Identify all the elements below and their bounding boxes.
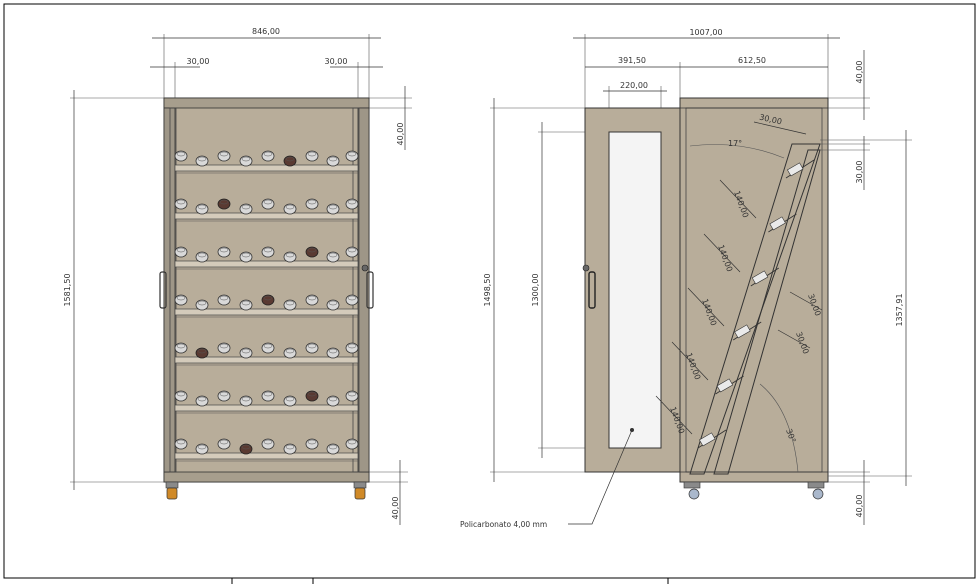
rack-slot	[734, 324, 751, 339]
rack-slot	[699, 432, 716, 447]
side-top-shift: 30,00	[855, 161, 864, 184]
front-right-frame	[357, 107, 370, 473]
front-left-frame	[163, 107, 176, 473]
side-rack-height: 1357,91	[895, 293, 904, 326]
material-note: Policarbonato 4,00 mm	[460, 520, 547, 529]
front-shelf-row	[174, 246, 359, 270]
front-shelf-row	[174, 438, 359, 462]
front-top-gap: 40,00	[396, 123, 405, 146]
rack-slot	[787, 162, 804, 177]
rack-slot	[769, 216, 786, 231]
front-shelves	[174, 150, 359, 462]
front-shelf-row	[174, 390, 359, 414]
front-caster-right	[353, 481, 367, 500]
side-door-width: 391,50	[618, 56, 646, 65]
material-leader	[568, 429, 633, 525]
front-view: 846,00 30,00 30,00 1581,50 40,00 40,00	[63, 27, 412, 525]
front-height: 1581,50	[63, 273, 72, 306]
front-shelf-row	[174, 150, 359, 174]
side-view: 1007,00 391,50 612,50 220,00 40,00 1498,…	[460, 28, 912, 529]
front-shelf-row	[174, 198, 359, 222]
rack-slot	[751, 270, 769, 285]
side-angle-top: 17°	[728, 139, 742, 148]
front-left-handle	[159, 271, 167, 309]
side-caster-left	[683, 481, 701, 500]
side-door-height: 1498,50	[483, 273, 492, 306]
side-door-handle	[588, 271, 596, 309]
side-door-window	[608, 131, 662, 449]
front-lock-icon	[361, 264, 369, 272]
side-window-width: 220,00	[620, 81, 648, 90]
front-overall-width: 846,00	[252, 27, 280, 36]
front-right-handle	[366, 271, 374, 309]
angle-top-arc	[689, 144, 785, 159]
front-bottom-gap: 40,00	[391, 497, 400, 520]
side-window-height: 1300,00	[531, 273, 540, 306]
front-shelf-row	[174, 294, 359, 318]
side-body-width: 612,50	[738, 56, 766, 65]
side-bottom-gap: 40,00	[855, 495, 864, 518]
front-caster-left	[165, 481, 179, 500]
side-caster-right	[807, 481, 825, 500]
side-body-panel	[679, 97, 829, 483]
front-shelf-row	[174, 342, 359, 366]
side-top-gap: 40,00	[855, 61, 864, 84]
side-overall-width: 1007,00	[689, 28, 722, 37]
angle-bottom-arc	[759, 383, 799, 473]
rack-slot	[716, 378, 734, 393]
front-side-right: 30,00	[325, 57, 348, 66]
front-side-left: 30,00	[187, 57, 210, 66]
side-door-lock-icon	[582, 264, 590, 272]
